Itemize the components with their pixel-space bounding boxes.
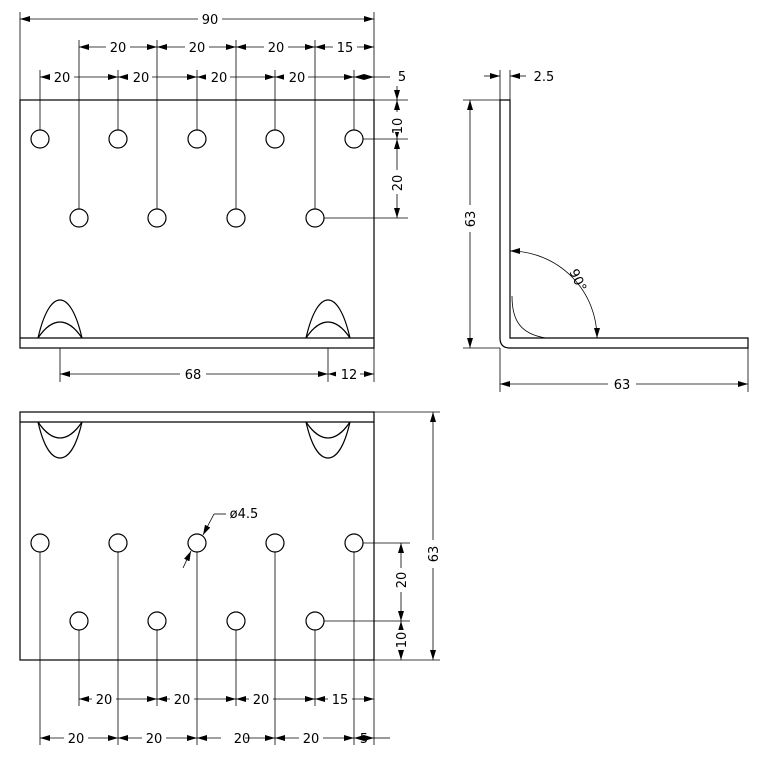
fillet-curve [511,295,547,339]
dim-lower-spacings: 20 20 20 20 5 [40,69,406,86]
dim-label: ø4.5 [230,507,259,522]
dim-overall-width: 90 [20,13,374,28]
hole [30,129,50,149]
dim-side-width: 63 [500,378,748,393]
dim-label: 20 [234,732,251,747]
dim-label: 20 [303,732,320,747]
stiffener-rib-left [37,299,83,339]
dim-side-height: 63 [464,100,479,348]
l-profile [499,99,749,349]
dim-label: 20 [54,71,71,86]
dim-label: 20 [391,175,406,192]
dim-label: 20 [146,732,163,747]
dim-label: 15 [337,41,354,56]
stiffener-rib-right [305,421,351,459]
dim-vertical-right-top: 10 20 [390,86,406,218]
dim-vertical-right-bottom: 20 10 [394,543,410,660]
hole [344,129,364,149]
dim-label: 90° [566,267,589,294]
dim-label: 12 [341,368,358,383]
dim-hole-diameter: ø4.5 [182,507,259,569]
dim-label: 63 [427,546,442,563]
dim-bottom-height: 63 [427,412,442,660]
hole [69,208,89,228]
dim-label: 20 [268,41,285,56]
dim-label: 68 [185,368,202,383]
dim-label: 10 [391,118,406,135]
dim-notch-span: 68 12 [60,366,374,383]
dim-label: 20 [211,71,228,86]
hole [108,533,128,553]
dim-label: 90 [202,13,219,28]
dim-label: 15 [332,693,349,708]
dim-label: 20 [174,693,191,708]
front-view-top: 90 20 20 20 15 [19,12,408,383]
dim-label: 20 [395,572,410,589]
dim-upper-spacings: 20 20 20 15 [79,39,374,56]
hole-row-1 [30,129,364,149]
hole [187,533,207,553]
hole [69,611,89,631]
dim-label: 5 [360,732,368,747]
hole-row-2 [69,208,325,228]
hole [187,129,207,149]
hole [305,611,325,631]
dim-label: 20 [133,71,150,86]
dim-label: 20 [289,71,306,86]
dim-label: 10 [395,632,410,649]
hole [147,208,167,228]
dim-upper-spacings: 20 20 20 15 [79,691,374,708]
dim-label: 5 [398,70,406,85]
stiffener-rib-left [37,421,83,459]
hole [147,611,167,631]
hole [305,208,325,228]
dim-label: 20 [68,732,85,747]
side-view: 2.5 63 90° 63 [463,70,749,393]
stiffener-rib-right [305,299,351,339]
dim-label: 20 [110,41,127,56]
dim-label: 20 [96,693,113,708]
extension-lines-top [19,12,408,382]
hole [265,533,285,553]
dim-thickness: 2.5 [484,70,554,85]
dim-label: 63 [614,378,631,393]
front-view-bottom: ø4.5 63 [19,411,442,747]
hole [344,533,364,553]
hole [30,533,50,553]
hole [108,129,128,149]
hole-row-1 [30,533,364,553]
dim-lower-spacings: 20 20 20 20 5 [40,730,390,747]
extension-lines-bottom [39,411,440,745]
dim-label: 63 [464,211,479,228]
dim-angle: 90° [509,248,600,339]
dim-label: 20 [189,41,206,56]
hole [226,611,246,631]
hole [226,208,246,228]
dim-label: 20 [253,693,270,708]
dim-label: 2.5 [534,70,555,85]
hole [265,129,285,149]
